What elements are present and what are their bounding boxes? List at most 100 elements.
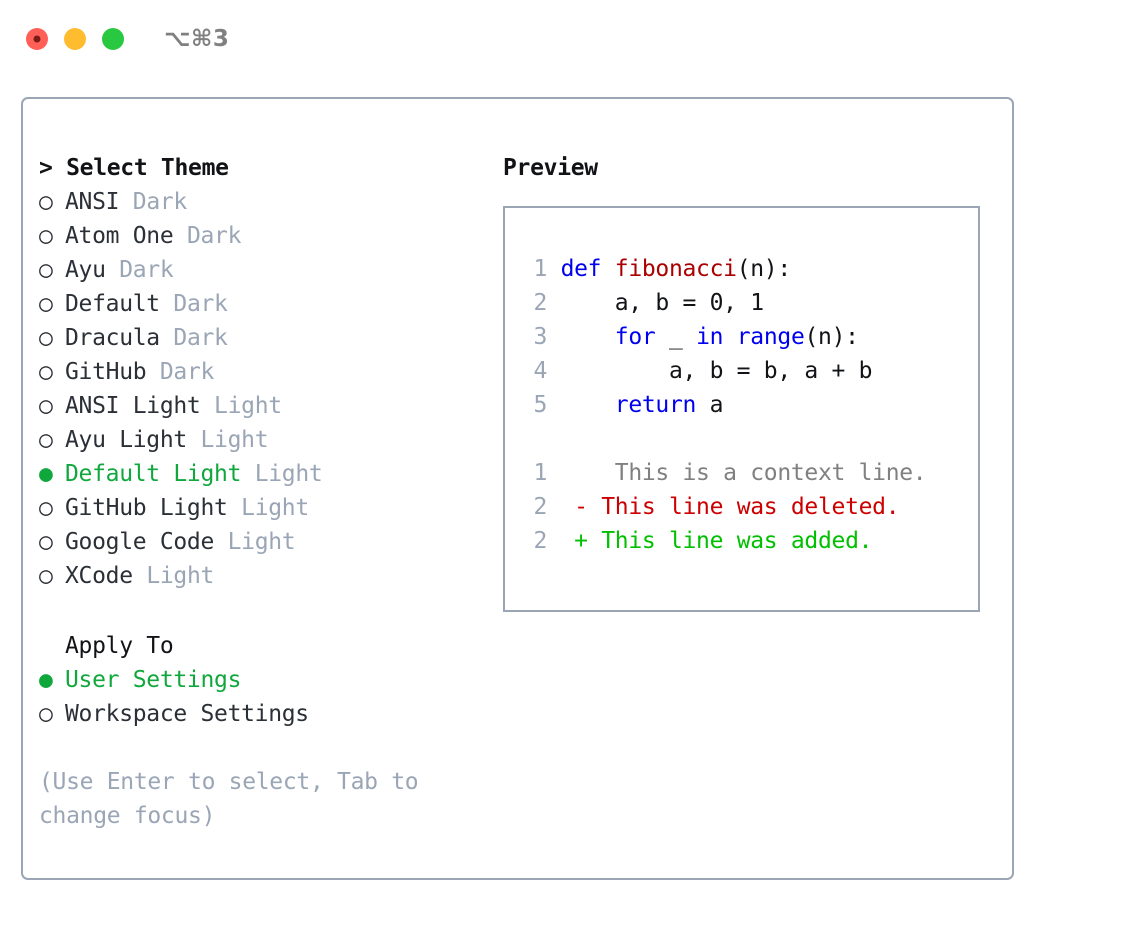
theme-option-label: Dracula bbox=[65, 325, 160, 351]
diff-line: 2 + This line was added. bbox=[523, 524, 978, 558]
theme-option-label: ANSI bbox=[65, 189, 120, 215]
radio-unselected-icon: ○ bbox=[39, 325, 53, 351]
theme-option-category: Dark bbox=[186, 223, 242, 249]
code-token: (n): bbox=[736, 256, 792, 282]
theme-option-label: Ayu bbox=[65, 257, 106, 283]
radio-unselected-icon: ○ bbox=[39, 701, 53, 727]
theme-option-default[interactable]: ○ Default Dark bbox=[39, 287, 503, 321]
diff-marker bbox=[574, 460, 588, 486]
theme-option-category: Dark bbox=[173, 291, 228, 317]
diff-line: 1 This is a context line. bbox=[523, 456, 978, 490]
code-diff-spacer bbox=[523, 422, 978, 456]
diff-text: This line was deleted. bbox=[587, 494, 900, 520]
code-token: in bbox=[696, 324, 724, 350]
theme-option-ayu-light[interactable]: ○ Ayu Light Light bbox=[39, 423, 503, 457]
apply-to-option-user-settings[interactable]: ●User Settings bbox=[39, 663, 503, 697]
theme-option-atom-one[interactable]: ○ Atom One Dark bbox=[39, 219, 503, 253]
code-token: (n): bbox=[804, 324, 860, 350]
minimize-window-button[interactable] bbox=[64, 28, 86, 50]
diff-line: 2 - This line was deleted. bbox=[523, 490, 978, 524]
radio-unselected-icon: ○ bbox=[39, 427, 53, 453]
radio-unselected-icon: ○ bbox=[39, 563, 53, 589]
theme-option-ayu[interactable]: ○ Ayu Dark bbox=[39, 253, 503, 287]
radio-unselected-icon: ○ bbox=[39, 257, 53, 283]
code-line: 5 return a bbox=[523, 388, 978, 422]
radio-selected-icon: ● bbox=[39, 461, 53, 487]
code-token: for bbox=[614, 324, 656, 350]
code-token: def bbox=[560, 256, 615, 282]
diff-text: This line was added. bbox=[587, 528, 873, 554]
theme-option-category: Dark bbox=[173, 325, 228, 351]
theme-option-category: Light bbox=[227, 529, 296, 555]
code-token: _ bbox=[655, 324, 697, 350]
select-theme-heading: > Select Theme bbox=[39, 155, 229, 181]
theme-option-label: XCode bbox=[65, 563, 133, 589]
window-controls bbox=[26, 28, 124, 50]
radio-selected-icon: ● bbox=[39, 667, 53, 693]
theme-option-category: Light bbox=[254, 461, 323, 487]
theme-list-column: > Select Theme ○ANSI Dark○Atom One Dark○… bbox=[23, 99, 503, 878]
code-line-number: 2 bbox=[533, 290, 547, 316]
theme-option-google-code[interactable]: ○ Google Code Light bbox=[39, 525, 503, 559]
apply-to-heading: Apply To bbox=[65, 633, 174, 659]
theme-option-category: Light bbox=[214, 393, 282, 419]
code-token bbox=[561, 392, 615, 418]
theme-option-category: Light bbox=[146, 563, 215, 589]
radio-unselected-icon: ○ bbox=[39, 291, 53, 317]
theme-option-ansi[interactable]: ○ANSI Dark bbox=[39, 185, 503, 219]
code-line-number: 4 bbox=[533, 358, 547, 384]
theme-option-label: Ayu Light bbox=[65, 427, 187, 453]
theme-option-dracula[interactable]: ○ Dracula Dark bbox=[39, 321, 503, 355]
theme-option-label: Atom One bbox=[65, 223, 174, 249]
preview-column: Preview 1 def fibonacci(n):2 a, b = 0, 1… bbox=[503, 99, 1012, 878]
theme-option-category: Dark bbox=[119, 257, 174, 283]
theme-option-default-light[interactable]: ● Default Light Light bbox=[39, 457, 503, 491]
apply-to-option-list: ●User Settings ○ Workspace Settings bbox=[39, 663, 503, 731]
apply-to-option-label: Workspace Settings bbox=[65, 701, 309, 727]
theme-option-ansi-light[interactable]: ○ ANSI Light Light bbox=[39, 389, 503, 423]
theme-selector-panel: > Select Theme ○ANSI Dark○Atom One Dark○… bbox=[21, 97, 1014, 880]
diff-line-number: 2 bbox=[533, 494, 547, 520]
theme-option-category: Light bbox=[200, 427, 269, 453]
radio-unselected-icon: ○ bbox=[39, 393, 53, 419]
theme-option-label: ANSI Light bbox=[65, 393, 201, 419]
diff-sample: 1 This is a context line.2 - This line w… bbox=[523, 456, 978, 558]
code-token: a, b = 0, 1 bbox=[560, 290, 764, 316]
code-line: 4 a, b = b, a + b bbox=[523, 354, 978, 388]
code-token bbox=[723, 324, 737, 350]
theme-option-category: Dark bbox=[159, 359, 215, 385]
code-token: return bbox=[614, 392, 697, 418]
radio-unselected-icon: ○ bbox=[39, 223, 53, 249]
code-line-number: 5 bbox=[533, 392, 547, 418]
preview-heading: Preview bbox=[503, 155, 598, 181]
code-token: a bbox=[696, 392, 724, 418]
apply-to-option-workspace-settings[interactable]: ○ Workspace Settings bbox=[39, 697, 503, 731]
close-window-button[interactable] bbox=[26, 28, 48, 50]
radio-unselected-icon: ○ bbox=[39, 529, 53, 555]
theme-option-label: GitHub Light bbox=[65, 495, 228, 521]
keyboard-hint-text: (Use Enter to select, Tab to change focu… bbox=[39, 769, 419, 829]
theme-option-label: Default Light bbox=[65, 461, 242, 487]
code-token: a, b = b, a + b bbox=[560, 358, 873, 384]
theme-option-xcode[interactable]: ○ XCode Light bbox=[39, 559, 503, 593]
theme-option-label: Default bbox=[65, 291, 160, 317]
code-token: range bbox=[736, 324, 805, 350]
radio-unselected-icon: ○ bbox=[39, 359, 53, 385]
code-token bbox=[561, 324, 615, 350]
theme-option-github[interactable]: ○GitHub Dark bbox=[39, 355, 503, 389]
theme-option-category: Light bbox=[241, 495, 309, 521]
diff-marker: + bbox=[574, 528, 588, 554]
code-line: 2 a, b = 0, 1 bbox=[523, 286, 978, 320]
radio-unselected-icon: ○ bbox=[39, 189, 53, 215]
maximize-window-button[interactable] bbox=[102, 28, 124, 50]
diff-line-number: 2 bbox=[533, 528, 547, 554]
code-line: 1 def fibonacci(n): bbox=[523, 252, 978, 286]
radio-unselected-icon: ○ bbox=[39, 495, 53, 521]
theme-option-label: Google Code bbox=[65, 529, 215, 555]
diff-marker: - bbox=[574, 494, 588, 520]
diff-text: This is a context line. bbox=[587, 460, 927, 486]
theme-option-github-light[interactable]: ○ GitHub Light Light bbox=[39, 491, 503, 525]
title-bar: ⌥⌘3 bbox=[0, 0, 1140, 78]
